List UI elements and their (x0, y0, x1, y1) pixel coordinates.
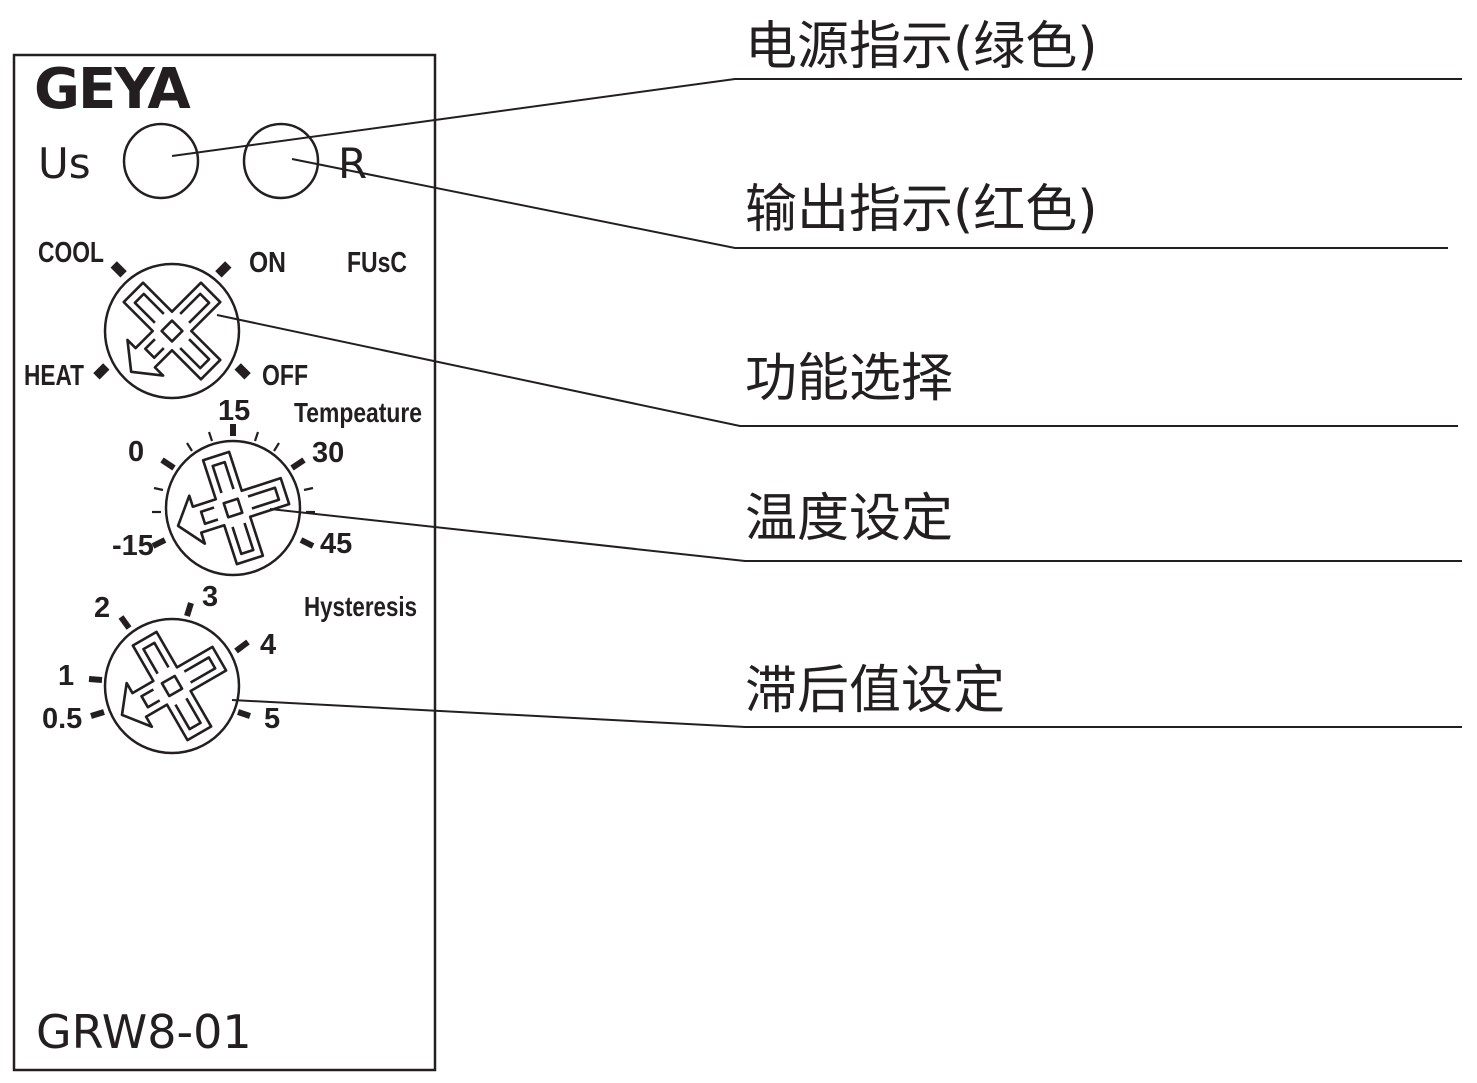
function-label-on: ON (249, 247, 286, 279)
function-label-cool: COOL (38, 237, 104, 269)
callout-hysteresis-set: 滞后值设定 (745, 661, 1005, 721)
temperature-scale-label: 30 (312, 437, 344, 469)
function-label-heat: HEAT (24, 360, 84, 392)
led-relay-label: R (338, 139, 367, 188)
temperature-title: Tempeature (294, 397, 422, 428)
led-power-label: Us (38, 139, 91, 188)
temperature-knob[interactable] (159, 437, 304, 580)
temperature-scale-label: 15 (218, 395, 250, 427)
temperature-scale-label: 45 (320, 528, 352, 560)
function-knob-marks (93, 261, 251, 380)
relay-led-indicator (242, 122, 320, 200)
power-led-indicator (122, 122, 200, 200)
callout-function-select: 功能选择 (745, 349, 953, 409)
hysteresis-scale-label: 1 (58, 660, 74, 692)
leader-hysteresis-set (231, 699, 1462, 728)
hysteresis-scale-label: 4 (260, 629, 276, 661)
temperature-scale-label: -15 (112, 530, 154, 562)
hysteresis-scale-label: 3 (202, 581, 218, 613)
hysteresis-title: Hysteresis (304, 591, 417, 622)
temperature-knob-ticks (151, 424, 315, 549)
hysteresis-scale-label: 0.5 (42, 703, 82, 735)
hysteresis-knob-marks (88, 602, 251, 719)
function-label-off: OFF (262, 360, 308, 392)
callout-temperature-set: 温度设定 (745, 489, 953, 549)
callout-power-indicator: 电源指示(绿色) (745, 17, 1098, 77)
leader-output-indicator (291, 158, 1448, 249)
leader-power-indicator (171, 78, 1462, 157)
function-knob[interactable] (91, 252, 251, 412)
callout-leaders (171, 78, 1462, 728)
model-label: GRW8-01 (36, 1005, 252, 1059)
brand-logo: GEYA (34, 57, 191, 122)
function-label-fusc: FUsC (347, 247, 407, 279)
hysteresis-knob[interactable] (93, 610, 248, 764)
hysteresis-scale-label: 5 (264, 703, 280, 735)
temperature-scale-label: 0 (128, 436, 144, 468)
leader-temperature-set (269, 508, 1462, 562)
leader-function-select (216, 314, 1458, 427)
hysteresis-scale-label: 2 (94, 592, 110, 624)
callout-output-indicator: 输出指示(红色) (745, 180, 1098, 240)
